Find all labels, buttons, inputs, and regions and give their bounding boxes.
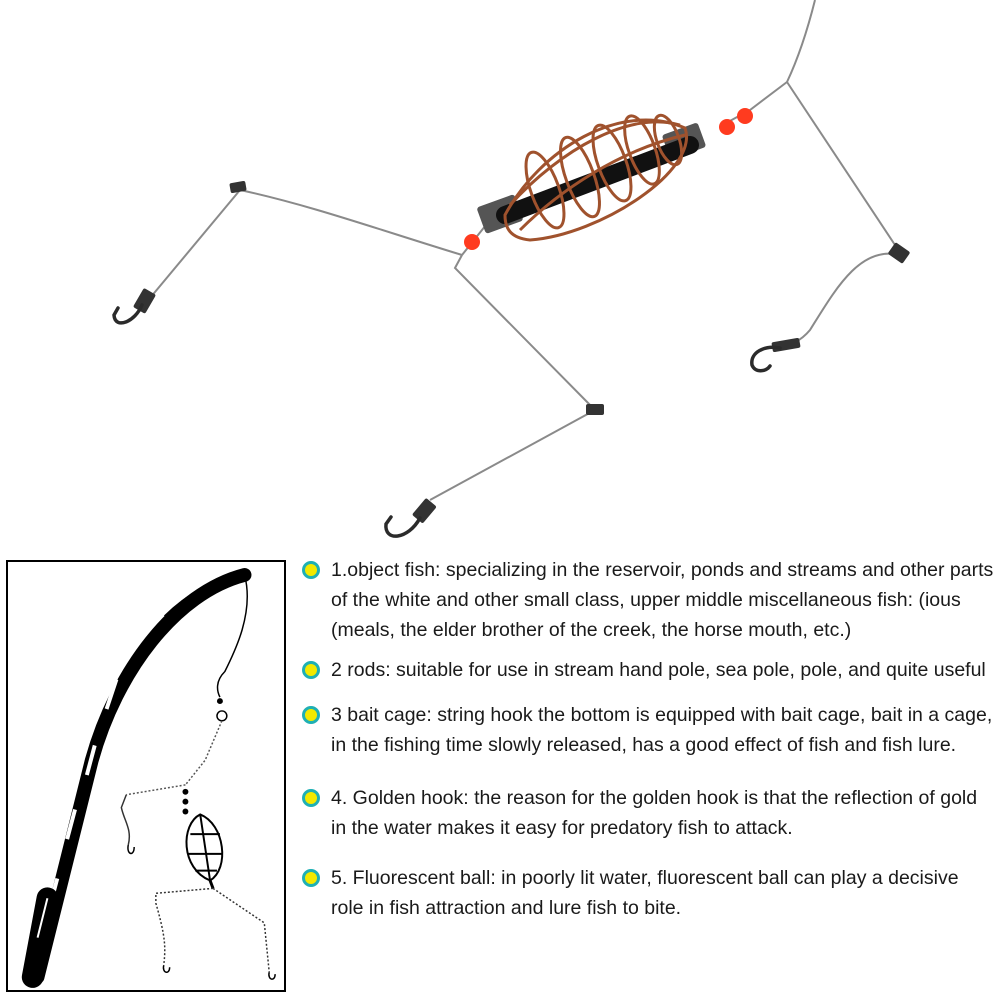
bait-cage	[477, 113, 706, 242]
hook	[112, 303, 144, 325]
feature-text: 3 bait cage: string hook the bottom is e…	[331, 704, 993, 756]
bullet-dot-icon	[302, 869, 320, 887]
feature-item: 5. Fluorescent ball: in poorly lit water…	[300, 863, 995, 923]
feature-text: 1.object fish: specializing in the reser…	[331, 559, 994, 641]
fluorescent-bead	[719, 119, 735, 135]
fishing-rod	[30, 568, 252, 984]
bullet-dot-icon	[302, 561, 320, 579]
feature-text: 5. Fluorescent ball: in poorly lit water…	[331, 867, 959, 919]
bullet-dot-icon	[302, 706, 320, 724]
feature-list: 1.object fish: specializing in the reser…	[300, 555, 995, 923]
hook	[384, 515, 422, 538]
bullet-dot-icon	[302, 789, 320, 807]
swivel	[586, 404, 604, 415]
swivel	[229, 181, 247, 193]
bullet-dot-icon	[302, 661, 320, 679]
feature-item: 1.object fish: specializing in the reser…	[300, 555, 995, 645]
fluorescent-bead	[464, 234, 480, 250]
hook	[750, 345, 782, 373]
feature-item: 4. Golden hook: the reason for the golde…	[300, 783, 995, 843]
fluorescent-bead	[737, 108, 753, 124]
product-photo	[112, 0, 910, 538]
swivel	[888, 242, 910, 264]
feature-text: 4. Golden hook: the reason for the golde…	[331, 787, 978, 839]
rod-diagram	[6, 560, 286, 992]
feature-item: 3 bait cage: string hook the bottom is e…	[300, 700, 995, 760]
feature-item: 2 rods: suitable for use in stream hand …	[300, 655, 995, 685]
feature-text: 2 rods: suitable for use in stream hand …	[331, 659, 986, 681]
